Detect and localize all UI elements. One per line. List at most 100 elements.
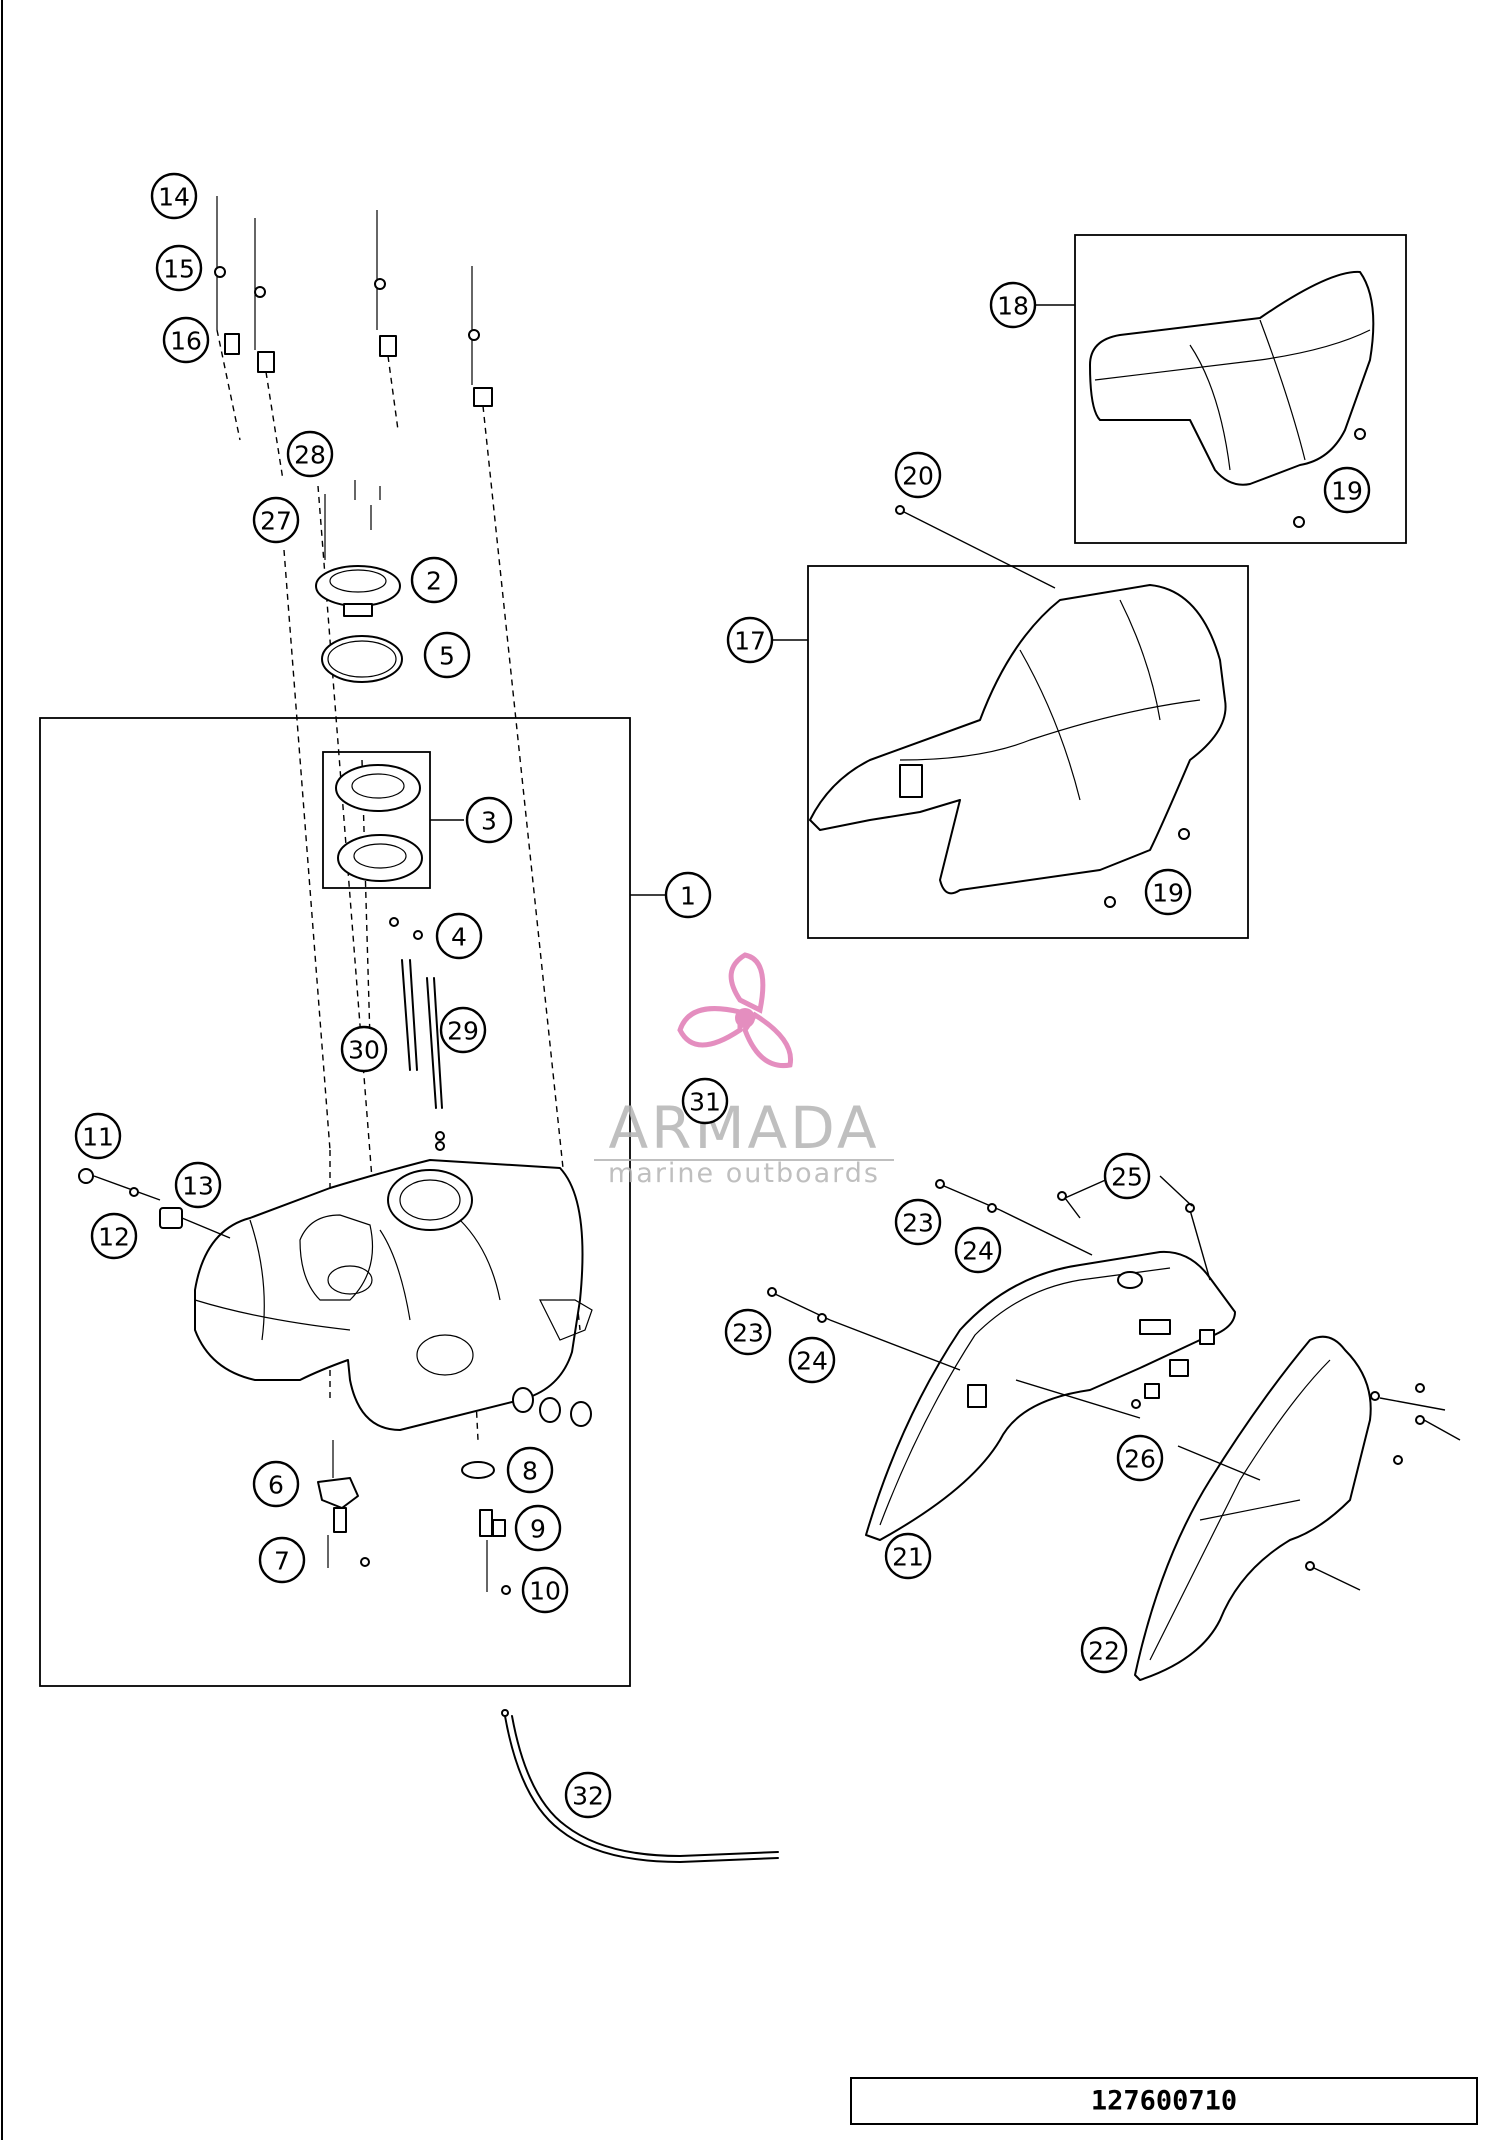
callout-8: 8: [506, 1446, 554, 1494]
callout-23: 23: [894, 1198, 942, 1246]
small-nut: [389, 917, 399, 927]
callout-circle: [1116, 1434, 1164, 1482]
callout-14: 14: [150, 172, 198, 220]
callout-number: 16: [170, 327, 202, 356]
breather-hose: [504, 1715, 779, 1863]
callout-circle: [664, 871, 712, 919]
callout-number: 9: [530, 1515, 546, 1544]
callout-circle: [286, 430, 334, 478]
callout-25: 25: [1103, 1152, 1151, 1200]
callout-number: 22: [1088, 1637, 1120, 1666]
callout-20: 20: [894, 451, 942, 499]
callout-number: 15: [163, 255, 195, 284]
callout-leaders: [430, 304, 1193, 1207]
callout-circle: [174, 1161, 222, 1209]
callout-circle: [681, 1077, 729, 1125]
fuel-tap: [317, 1440, 370, 1568]
callout-circle: [252, 1460, 300, 1508]
rear-seat-frame: [1074, 234, 1407, 544]
callout-24: 24: [788, 1336, 836, 1384]
hose: [401, 959, 418, 1071]
callout-circle: [514, 1504, 562, 1552]
callout-number: 10: [529, 1577, 561, 1606]
callout-circle: [150, 172, 198, 220]
callout-29: 29: [439, 1006, 487, 1054]
callout-number: 23: [732, 1319, 764, 1348]
callout-circle: [155, 244, 203, 292]
callout-17: 17: [726, 616, 774, 664]
callout-11: 11: [74, 1112, 122, 1160]
rear-fairing: [774, 1185, 1236, 1541]
callout-number: 17: [734, 627, 766, 656]
callout-number: 29: [447, 1017, 479, 1046]
callout-27: 27: [252, 496, 300, 544]
callout-10: 10: [521, 1566, 569, 1614]
callout-number: 7: [274, 1547, 290, 1576]
callout-number: 5: [439, 642, 455, 671]
tank-fasteners: [78, 1168, 592, 1427]
callout-number: 24: [796, 1347, 828, 1376]
callout-9: 9: [514, 1504, 562, 1552]
rear-seat: [1089, 270, 1375, 528]
callout-circle: [340, 1025, 388, 1073]
callout-4: 4: [435, 912, 483, 960]
pump-flanges: [335, 764, 423, 882]
callout-13: 13: [174, 1161, 222, 1209]
callout-30: 30: [340, 1025, 388, 1073]
callout-circle: [726, 616, 774, 664]
callout-number: 3: [481, 807, 497, 836]
callout-circle: [439, 1006, 487, 1054]
callout-31: 31: [681, 1077, 729, 1125]
callout-circle: [1103, 1152, 1151, 1200]
callout-number: 19: [1331, 477, 1363, 506]
callout-number: 31: [689, 1088, 721, 1117]
fuel-tank: [194, 1159, 593, 1431]
callout-circle: [74, 1112, 122, 1160]
callout-circle: [423, 631, 471, 679]
callout-19: 19: [1323, 466, 1371, 514]
callout-number: 12: [98, 1223, 130, 1252]
callout-1: 1: [664, 871, 712, 919]
callout-number: 24: [962, 1237, 994, 1266]
callout-circle: [410, 556, 458, 604]
watermark-subtitle: marine outboards: [608, 1158, 880, 1189]
seal-ring: [321, 635, 403, 683]
callout-number: 1: [680, 882, 696, 911]
callout-22: 22: [1080, 1626, 1128, 1674]
callout-number: 28: [294, 441, 326, 470]
callout-number: 11: [82, 1123, 114, 1152]
callout-2: 2: [410, 556, 458, 604]
callout-circle: [724, 1308, 772, 1356]
callout-23: 23: [724, 1308, 772, 1356]
callout-28: 28: [286, 430, 334, 478]
callout-circle: [564, 1771, 612, 1819]
callout-7: 7: [258, 1536, 306, 1584]
callout-circle: [506, 1446, 554, 1494]
callout-circle: [465, 796, 513, 844]
callout-circle: [521, 1566, 569, 1614]
callout-circle: [788, 1336, 836, 1384]
callout-number: 4: [451, 923, 467, 952]
callout-circle: [162, 316, 210, 364]
callout-6: 6: [252, 1460, 300, 1508]
callout-number: 18: [997, 292, 1029, 321]
callout-12: 12: [90, 1212, 138, 1260]
callout-number: 19: [1152, 879, 1184, 908]
callout-3: 3: [465, 796, 513, 844]
callout-circle: [954, 1226, 1002, 1274]
callout-circle: [90, 1212, 138, 1260]
callouts: 1234567891011121314151617181919202122232…: [74, 172, 1371, 1819]
callout-number: 13: [182, 1172, 214, 1201]
callout-circle: [989, 281, 1037, 329]
callout-circle: [894, 1198, 942, 1246]
callout-number: 32: [572, 1782, 604, 1811]
callout-19: 19: [1144, 868, 1192, 916]
callout-circle: [894, 451, 942, 499]
callout-16: 16: [162, 316, 210, 364]
callout-number: 8: [522, 1457, 538, 1486]
callout-circle: [1144, 868, 1192, 916]
document-code: 127600710: [1091, 2086, 1237, 2117]
callout-24: 24: [954, 1226, 1002, 1274]
fuel-cap: [315, 480, 401, 617]
